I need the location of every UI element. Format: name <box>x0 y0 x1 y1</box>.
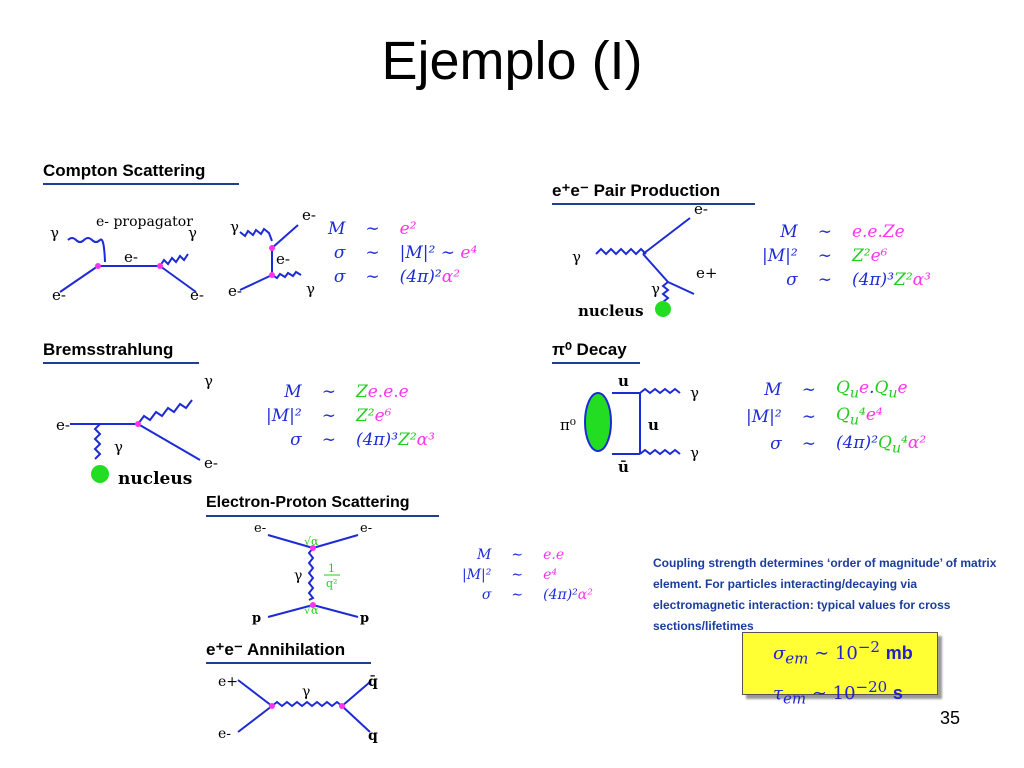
label-gamma: γ <box>204 372 213 390</box>
tau-em-row: τem ∼ 10−20 s <box>773 677 903 708</box>
annihilation-title: e⁺e⁻ Annihilation <box>206 640 371 664</box>
label-one-over-q2-den: q² <box>326 577 337 590</box>
coupling-note: Coupling strength determines ‘order of m… <box>653 556 997 633</box>
label-ubar: ū <box>618 458 629 476</box>
label-gamma: γ <box>572 248 581 266</box>
label-electron: e- <box>302 206 316 224</box>
label-electron: e- <box>228 282 242 300</box>
compton-diagram-s <box>59 237 197 293</box>
bremsstrahlung-diagram <box>70 399 201 461</box>
label-nucleus: nucleus <box>118 469 192 489</box>
pair-production-diagram <box>595 217 695 303</box>
label-gamma: γ <box>651 280 660 298</box>
label-electron: e- <box>254 521 266 536</box>
label-electron: e- <box>190 286 204 304</box>
pi0-decay-title: π⁰ Decay <box>552 340 640 364</box>
compton-equations: M∼e² σ∼|M|² ∼ e⁴ σ∼(4π)²α² <box>326 217 479 291</box>
equation-row: σ∼(4π)²α² <box>481 587 593 603</box>
label-electron: e- <box>56 416 70 434</box>
slide-title: Ejemplo (I) <box>381 31 643 91</box>
label-propagator: e- propagator <box>96 214 193 230</box>
label-gamma: γ <box>114 438 123 456</box>
label-electron: e- <box>124 248 138 266</box>
label-nucleus: nucleus <box>578 302 644 320</box>
label-gamma: γ <box>302 684 310 700</box>
label-gamma: γ <box>188 224 197 242</box>
equation-row: |M|²∼Qu⁴e⁴ <box>746 405 883 429</box>
em-values-box: σem ∼ 10−2 mb τem ∼ 10−20 s <box>742 632 938 707</box>
equation-row: M∼Ze.e.e <box>284 382 409 402</box>
label-positron: e+ <box>696 264 717 282</box>
pi0-decay-diagram <box>612 387 681 456</box>
label-electron: e- <box>204 454 218 472</box>
brems-equations: M∼Ze.e.e |M|²∼Z²e⁶ σ∼(4π)³Z²α³ <box>264 380 437 454</box>
label-proton: p <box>252 611 261 626</box>
equation-row: σ∼(4π)³Z²α³ <box>786 270 931 290</box>
annihilation-diagram <box>237 679 371 733</box>
sigma-em-row: σem ∼ 10−2 mb <box>773 638 913 668</box>
pair-nucleus-blob <box>655 301 671 317</box>
compton-diagram-u <box>239 224 302 291</box>
equation-row: M∼e² <box>328 219 417 239</box>
equation-row: σ∼(4π)³Z²α³ <box>290 430 435 450</box>
pi0-blob <box>584 392 612 452</box>
label-electron: e- <box>218 726 231 742</box>
equation-row: σ∼(4π)²Qu⁴α² <box>770 432 927 457</box>
equation-row: |M|²∼Z²e⁶ <box>266 406 392 426</box>
equation-row: σ∼|M|² ∼ e⁴ <box>333 243 478 263</box>
equation-row: σ∼(4π)²α² <box>333 267 461 287</box>
compton-title: Compton Scattering <box>43 161 239 185</box>
label-gamma: γ <box>294 568 302 584</box>
equation-row: M∼e.e <box>477 547 565 563</box>
equation-row: M∼Que.Que <box>764 378 908 402</box>
pair-production-title: e⁺e⁻ Pair Production <box>552 181 755 205</box>
label-pi0: π⁰ <box>560 416 576 434</box>
ep-equations: M∼e.e |M|²∼e⁴ σ∼(4π)²α² <box>460 545 595 607</box>
label-sqrt-alpha: √α <box>304 535 319 548</box>
label-gamma: γ <box>306 280 315 298</box>
pi0-equations: M∼Que.Que |M|²∼Qu⁴e⁴ σ∼(4π)²Qu⁴α² <box>744 376 928 460</box>
label-electron: e- <box>52 286 66 304</box>
label-sqrt-alpha: √α <box>304 604 319 617</box>
equation-row: |M|²∼e⁴ <box>462 567 558 583</box>
label-electron: e- <box>276 250 290 268</box>
label-gamma: γ <box>50 224 59 242</box>
label-one-over-q2-num: 1 <box>328 562 335 575</box>
label-u: u <box>648 416 659 434</box>
label-electron: e- <box>360 521 372 536</box>
label-qbar: q̄ <box>368 674 378 690</box>
ep-scattering-title: Electron-Proton Scattering <box>206 493 439 517</box>
label-q: q <box>368 728 378 744</box>
page-number: 35 <box>940 708 961 728</box>
equation-row: |M|²∼Z²e⁶ <box>762 246 888 266</box>
label-gamma: γ <box>690 384 699 402</box>
label-positron: e+ <box>218 674 238 690</box>
equation-row: M∼e.e.Ze <box>780 222 905 242</box>
label-proton: p <box>360 611 369 626</box>
label-gamma: γ <box>230 218 239 236</box>
pair-equations: M∼e.e.Ze |M|²∼Z²e⁶ σ∼(4π)³Z²α³ <box>760 220 933 294</box>
brems-nucleus-blob <box>91 465 109 483</box>
label-u: u <box>618 372 629 390</box>
ep-scattering-diagram <box>267 534 359 618</box>
label-gamma: γ <box>690 444 699 462</box>
bremsstrahlung-title: Bremsstrahlung <box>43 340 199 364</box>
